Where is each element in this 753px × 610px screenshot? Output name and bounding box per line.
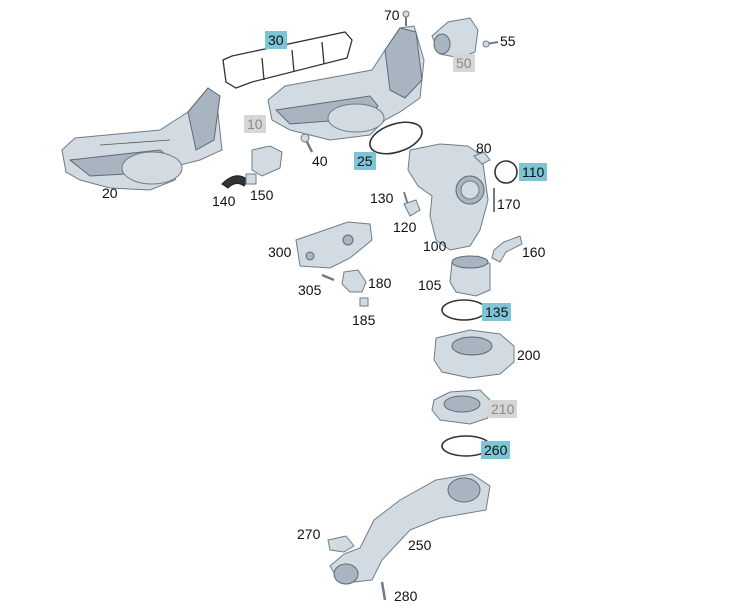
label-30[interactable]: 30 xyxy=(265,31,287,49)
housing-100[interactable] xyxy=(407,143,489,251)
o-ring-25[interactable] xyxy=(366,116,426,159)
label-10[interactable]: 10 xyxy=(244,115,266,133)
bolt-280[interactable] xyxy=(380,581,387,601)
label-135[interactable]: 135 xyxy=(482,303,512,321)
label-105[interactable]: 105 xyxy=(418,277,442,293)
label-160[interactable]: 160 xyxy=(522,244,546,260)
label-80[interactable]: 80 xyxy=(476,140,492,156)
label-20[interactable]: 20 xyxy=(102,185,118,201)
label-55[interactable]: 55 xyxy=(500,33,516,49)
label-110[interactable]: 110 xyxy=(519,163,548,181)
bolt-40[interactable] xyxy=(300,133,314,153)
label-260[interactable]: 260 xyxy=(481,441,511,459)
flange-210[interactable] xyxy=(431,389,491,425)
label-200[interactable]: 200 xyxy=(517,347,541,363)
bracket-300[interactable] xyxy=(295,221,373,269)
label-250[interactable]: 250 xyxy=(408,537,432,553)
intake-manifold-right[interactable] xyxy=(267,25,425,141)
clip-270[interactable] xyxy=(327,535,355,553)
throttle-cover-50[interactable] xyxy=(431,17,479,59)
label-25[interactable]: 25 xyxy=(354,152,376,170)
label-210[interactable]: 210 xyxy=(488,400,518,418)
label-140[interactable]: 140 xyxy=(212,193,236,209)
intake-pipe-250[interactable] xyxy=(329,473,491,585)
label-185[interactable]: 185 xyxy=(352,312,376,328)
o-ring-135[interactable] xyxy=(441,299,487,321)
label-180[interactable]: 180 xyxy=(368,275,392,291)
label-270[interactable]: 270 xyxy=(297,526,321,542)
label-300[interactable]: 300 xyxy=(268,244,292,260)
label-280[interactable]: 280 xyxy=(394,588,418,604)
label-70[interactable]: 70 xyxy=(384,7,400,23)
label-305[interactable]: 305 xyxy=(298,282,322,298)
label-50[interactable]: 50 xyxy=(453,54,475,72)
sensor-120[interactable] xyxy=(403,199,421,217)
o-ring-110[interactable] xyxy=(494,160,518,184)
intake-manifold-left[interactable] xyxy=(61,87,223,191)
label-170[interactable]: 170 xyxy=(497,196,521,212)
label-130[interactable]: 130 xyxy=(370,190,394,206)
throttle-body-200[interactable] xyxy=(433,329,515,379)
bolt-80[interactable] xyxy=(473,151,491,165)
label-120[interactable]: 120 xyxy=(393,219,417,235)
valve-150[interactable] xyxy=(245,145,283,185)
bolt-55[interactable] xyxy=(482,40,499,48)
label-40[interactable]: 40 xyxy=(312,153,328,169)
label-150[interactable]: 150 xyxy=(250,187,274,203)
bracket-160[interactable] xyxy=(491,235,523,263)
label-100[interactable]: 100 xyxy=(423,238,447,254)
sleeve-105[interactable] xyxy=(449,255,491,297)
bracket-180[interactable] xyxy=(341,269,367,293)
bolt-305[interactable] xyxy=(321,273,335,282)
bolt-70[interactable] xyxy=(402,10,410,26)
nut-185[interactable] xyxy=(359,297,369,307)
seal-140[interactable] xyxy=(221,175,249,189)
